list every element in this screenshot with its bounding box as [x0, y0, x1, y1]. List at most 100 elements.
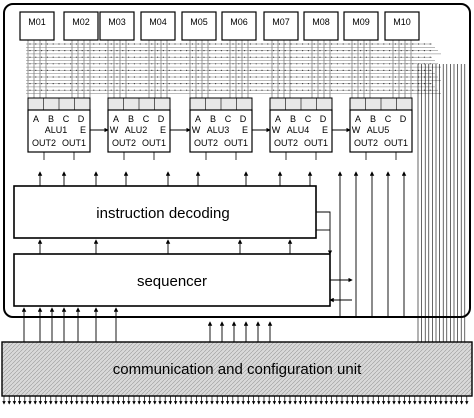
bus-node: [81, 63, 83, 65]
memory-box: [140, 11, 176, 41]
bus-node: [64, 50, 66, 52]
bus-node: [429, 63, 431, 65]
bus-node: [226, 43, 228, 45]
bus-node: [313, 63, 315, 65]
bus-node: [255, 43, 257, 45]
bus-node: [429, 89, 431, 91]
bus-node: [162, 43, 164, 45]
bus-node: [110, 69, 112, 71]
bus-node: [360, 89, 362, 91]
bus-node: [232, 89, 234, 91]
bus-node: [389, 83, 391, 85]
bus-node: [220, 50, 222, 52]
bus-node: [325, 89, 327, 91]
bus-node: [377, 50, 379, 52]
bus-node: [209, 50, 211, 52]
bus-node: [58, 69, 60, 71]
bus-node: [215, 83, 217, 85]
communication-unit-block: communication and configuration unit: [1, 341, 473, 397]
bus-node: [255, 76, 257, 78]
bus-node: [273, 69, 275, 71]
bus-node: [116, 83, 118, 85]
bus-node: [342, 56, 344, 58]
alu-input-label: B: [48, 114, 54, 124]
bus-node: [110, 50, 112, 52]
interconnect-bus: [26, 40, 441, 98]
bus-node: [162, 56, 164, 58]
bus-node: [412, 89, 414, 91]
bus-node: [302, 89, 304, 91]
memory-m01: M01: [19, 11, 55, 41]
bus-node: [133, 63, 135, 65]
bus-node: [191, 43, 193, 45]
bus-node: [226, 76, 228, 78]
bus-node: [70, 56, 72, 58]
alu-input-label: C: [143, 114, 150, 124]
bus-node: [220, 56, 222, 58]
bus-node: [371, 63, 373, 65]
bus-node: [209, 83, 211, 85]
bus-node: [151, 43, 153, 45]
bus-node: [41, 76, 43, 78]
bus-node: [273, 76, 275, 78]
bus-node: [87, 56, 89, 58]
bus-node: [87, 50, 89, 52]
bus-node: [261, 69, 263, 71]
bus-node: [139, 76, 141, 78]
alu-name-label: ALU3: [207, 125, 230, 135]
bus-node: [174, 83, 176, 85]
bus-node: [331, 56, 333, 58]
bus-node: [139, 69, 141, 71]
alu-out2-label: OUT2: [354, 138, 378, 148]
alu-input-label: A: [275, 114, 281, 124]
memory-label: M03: [108, 17, 126, 27]
bus-node: [215, 56, 217, 58]
bus-node: [139, 63, 141, 65]
alu-input-label: B: [210, 114, 216, 124]
bus-node: [331, 76, 333, 78]
bus-node: [319, 83, 321, 85]
bus-node: [81, 83, 83, 85]
bus-node: [394, 43, 396, 45]
bus-node: [35, 69, 37, 71]
bus-node: [180, 50, 182, 52]
bus-node: [197, 43, 199, 45]
memory-m03: M03: [99, 11, 135, 41]
bus-node: [296, 89, 298, 91]
bus-node: [244, 56, 246, 58]
bus-node: [261, 76, 263, 78]
bus-node: [313, 43, 315, 45]
bus-node: [99, 43, 101, 45]
bus-node: [423, 89, 425, 91]
bus-node: [226, 63, 228, 65]
bus-node: [313, 83, 315, 85]
bus-node: [423, 69, 425, 71]
bus-node: [104, 76, 106, 78]
bus-node: [220, 69, 222, 71]
bus-node: [354, 69, 356, 71]
bus-node: [249, 89, 251, 91]
bus-node: [157, 43, 159, 45]
bus-node: [342, 83, 344, 85]
bus-node: [267, 89, 269, 91]
bus-node: [423, 50, 425, 52]
bus-node: [70, 50, 72, 52]
bus-node: [331, 63, 333, 65]
bus-node: [58, 43, 60, 45]
bus-node: [203, 43, 205, 45]
bus-node: [423, 43, 425, 45]
bus-node: [99, 63, 101, 65]
bus-node: [203, 50, 205, 52]
bus-node: [377, 63, 379, 65]
bus-node: [360, 69, 362, 71]
memory-m06: M06: [221, 11, 257, 41]
bus-node: [238, 83, 240, 85]
bus-node: [412, 69, 414, 71]
bus-node: [429, 69, 431, 71]
memory-label: M05: [190, 17, 208, 27]
bus-node: [104, 83, 106, 85]
bus-node: [267, 63, 269, 65]
bus-node: [267, 56, 269, 58]
bus-node: [70, 69, 72, 71]
